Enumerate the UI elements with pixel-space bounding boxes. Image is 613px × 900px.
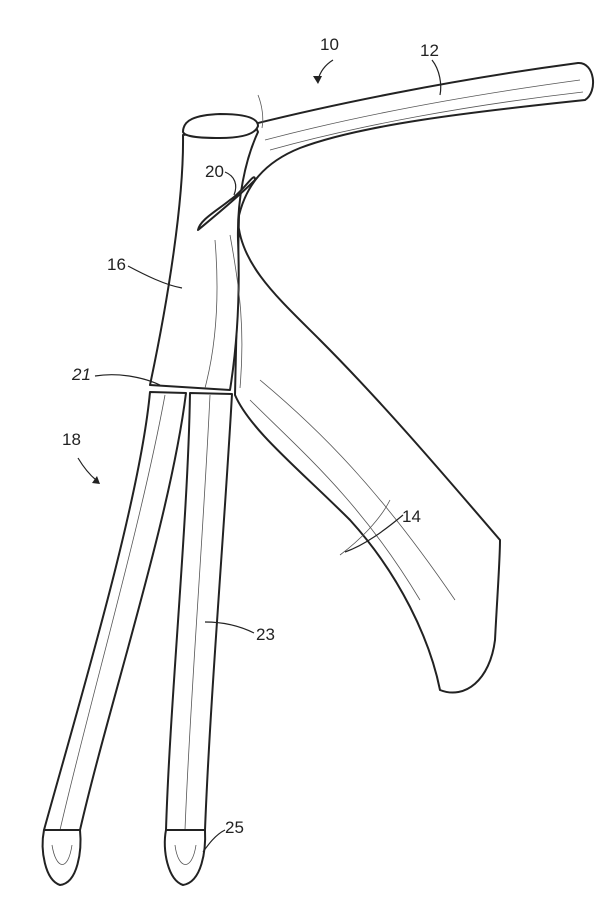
label-20: 20 bbox=[205, 162, 224, 181]
label-16: 16 bbox=[107, 255, 126, 274]
label-21: 21 bbox=[71, 365, 91, 384]
label-12: 12 bbox=[420, 41, 439, 60]
label-18: 18 bbox=[62, 430, 81, 449]
body bbox=[149, 113, 259, 391]
lower-handle bbox=[234, 154, 501, 694]
reference-labels: 10 12 20 16 21 18 14 23 25 bbox=[62, 35, 442, 853]
upper-handle bbox=[227, 61, 594, 221]
label-23: 23 bbox=[256, 625, 275, 644]
label-10: 10 bbox=[320, 35, 339, 54]
label-14: 14 bbox=[402, 507, 421, 526]
label-25: 25 bbox=[225, 818, 244, 837]
blades bbox=[41, 391, 233, 886]
